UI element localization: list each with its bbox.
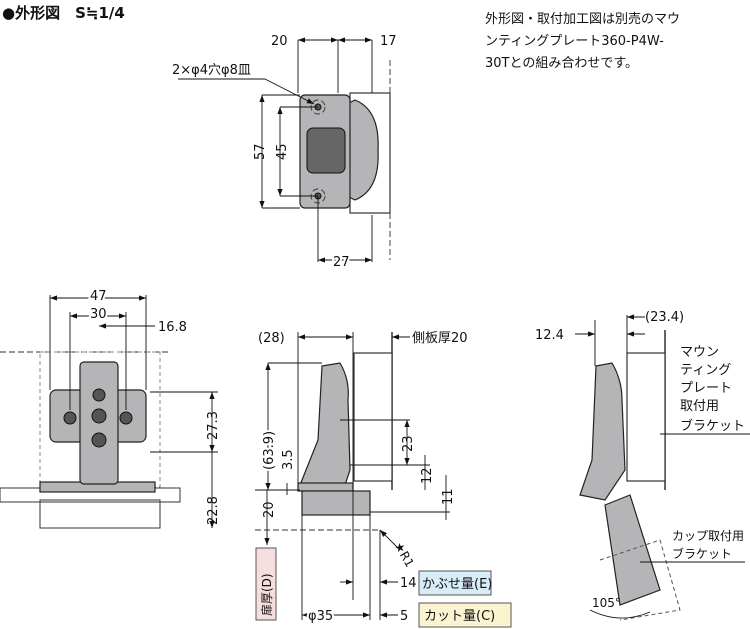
svg-text:プレート: プレート — [680, 381, 732, 396]
open-view: 12.4 (23.4) マウン ティング プレート 取付用 ブラケット カップ取… — [535, 310, 750, 621]
front-view: 47 30 16.8 27.3 22.8 — [0, 287, 221, 529]
dim-12: 12 — [420, 467, 435, 484]
svg-text:マウン: マウン — [680, 345, 719, 360]
dim-22-8: 22.8 — [206, 496, 221, 525]
dim-5: 5 — [400, 609, 408, 624]
cut-label: カット量(C) — [424, 609, 495, 624]
dim-20: 20 — [262, 501, 277, 518]
svg-text:ブラケット: ブラケット — [680, 418, 745, 434]
dim-17: 17 — [380, 34, 397, 49]
dim-47: 47 — [90, 289, 107, 304]
dim-28: (28) — [258, 331, 285, 346]
side-view: (28) 側板厚20 (63.9) 3.5 23 12 11 20 扉厚(D) … — [255, 331, 512, 628]
dim-27: 27 — [333, 255, 350, 270]
door-thickness-label: 扉厚(D) — [260, 573, 274, 616]
dim-57: 57 — [253, 143, 268, 160]
svg-text:30Tとの組み合わせです。: 30Tとの組み合わせです。 — [485, 56, 638, 71]
note: 外形図・取付加工図は別売のマウ ンティングプレート360-P4W- 30Tとの組… — [485, 11, 680, 71]
dim-23: 23 — [401, 435, 416, 452]
radius-label: ★R1 — [391, 540, 416, 570]
plate-bracket-label: マウン ティング プレート 取付用 ブラケット — [680, 345, 745, 434]
dim-3-5: 3.5 — [281, 449, 296, 470]
dim-63-9: (63.9) — [262, 431, 277, 470]
dim-45: 45 — [275, 143, 290, 160]
angle-label: 105° — [592, 596, 621, 610]
dim-12-4: 12.4 — [535, 328, 564, 343]
dim-16-8: 16.8 — [158, 320, 187, 335]
top-view: 20 17 2×φ4穴φ8皿 57 45 27 — [172, 34, 397, 272]
dim-14: 14 — [400, 576, 417, 591]
svg-text:カップ取付用: カップ取付用 — [672, 529, 744, 543]
hole-label: 2×φ4穴φ8皿 — [172, 63, 251, 78]
cup-bracket-label: カップ取付用 ブラケット — [672, 529, 744, 561]
svg-text:ティング: ティング — [680, 363, 731, 378]
svg-text:取付用: 取付用 — [680, 399, 719, 414]
svg-text:外形図・取付加工図は別売のマウ: 外形図・取付加工図は別売のマウ — [485, 11, 680, 27]
svg-text:ンティングプレート360-P4W-: ンティングプレート360-P4W- — [485, 34, 664, 49]
dim-20: 20 — [271, 34, 288, 49]
overlay-label: かぶせ量(E) — [422, 577, 492, 592]
dim-27-3: 27.3 — [206, 411, 221, 440]
dim-23-4: (23.4) — [645, 310, 684, 325]
svg-text:ブラケット: ブラケット — [672, 546, 732, 561]
dim-35: φ35 — [308, 609, 333, 624]
drawing-title: ●外形図 S≒1/4 — [2, 4, 125, 22]
dim-30: 30 — [90, 307, 107, 322]
side-panel-thickness: 側板厚20 — [412, 331, 468, 346]
dim-11: 11 — [441, 488, 456, 505]
